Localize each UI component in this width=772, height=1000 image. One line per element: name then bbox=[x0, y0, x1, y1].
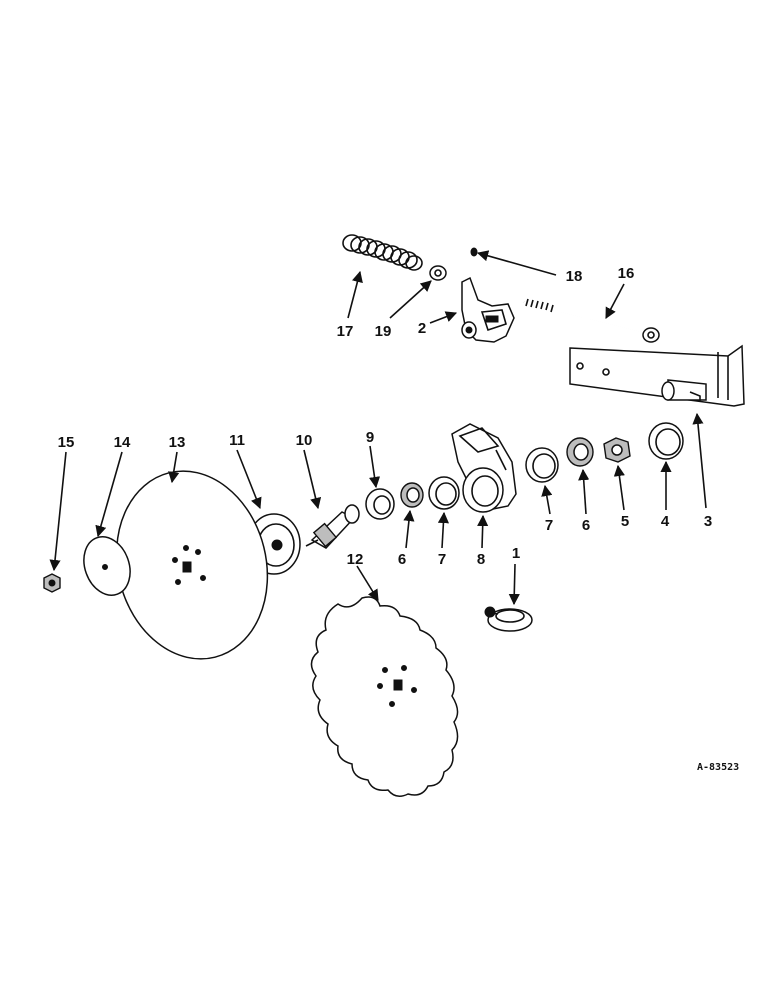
threaded-rod-part bbox=[523, 298, 660, 343]
notched-disk-blade-part bbox=[310, 596, 459, 797]
label-part-17: 17 bbox=[337, 323, 354, 340]
label-part-3: 3 bbox=[704, 513, 712, 530]
label-part-14: 14 bbox=[114, 434, 131, 451]
label-part-8: 8 bbox=[477, 551, 485, 568]
bearing-cup-left-part bbox=[428, 476, 460, 510]
dust-cap-part bbox=[648, 422, 684, 460]
label-part-16: 16 bbox=[618, 265, 635, 282]
spindle-nut-part bbox=[43, 573, 61, 593]
bearing-cone-right-part bbox=[566, 437, 594, 467]
spring-washer-part bbox=[429, 265, 447, 281]
label-part-13: 13 bbox=[169, 434, 186, 451]
label-part-1: 1 bbox=[512, 545, 520, 562]
hub-housing-part bbox=[451, 423, 517, 513]
label-part-9: 9 bbox=[366, 429, 374, 446]
label-part-7-left: 7 bbox=[438, 551, 446, 568]
seal-part bbox=[365, 488, 395, 520]
grease-fitting-part bbox=[484, 606, 533, 632]
cotter-pin-part bbox=[470, 247, 478, 257]
leader-lines bbox=[49, 250, 707, 606]
label-part-4: 4 bbox=[661, 513, 670, 530]
label-part-18: 18 bbox=[566, 268, 583, 285]
part-number-labels: 1 2 3 4 5 6 6 7 7 8 9 10 11 12 13 14 15 … bbox=[58, 265, 713, 568]
label-part-11: 11 bbox=[229, 432, 245, 449]
label-part-2: 2 bbox=[418, 320, 426, 337]
nut-part bbox=[603, 437, 631, 463]
bracket-part bbox=[461, 276, 515, 343]
label-part-5: 5 bbox=[621, 513, 629, 530]
spindle-part bbox=[305, 504, 360, 549]
label-part-7-right: 7 bbox=[545, 517, 553, 534]
label-part-10: 10 bbox=[296, 432, 313, 449]
label-part-15: 15 bbox=[58, 434, 75, 451]
label-part-6-right: 6 bbox=[582, 517, 590, 534]
washer-plate-part bbox=[83, 536, 131, 596]
bearing-cup-right-part bbox=[525, 447, 559, 483]
spring-part bbox=[342, 234, 423, 271]
label-part-19: 19 bbox=[375, 323, 392, 340]
label-part-6-left: 6 bbox=[398, 551, 406, 568]
arm-bar-part bbox=[569, 344, 745, 407]
label-part-12: 12 bbox=[347, 551, 364, 568]
bearing-cone-left-part bbox=[400, 482, 424, 508]
drawing-number: A-83523 bbox=[697, 762, 739, 773]
